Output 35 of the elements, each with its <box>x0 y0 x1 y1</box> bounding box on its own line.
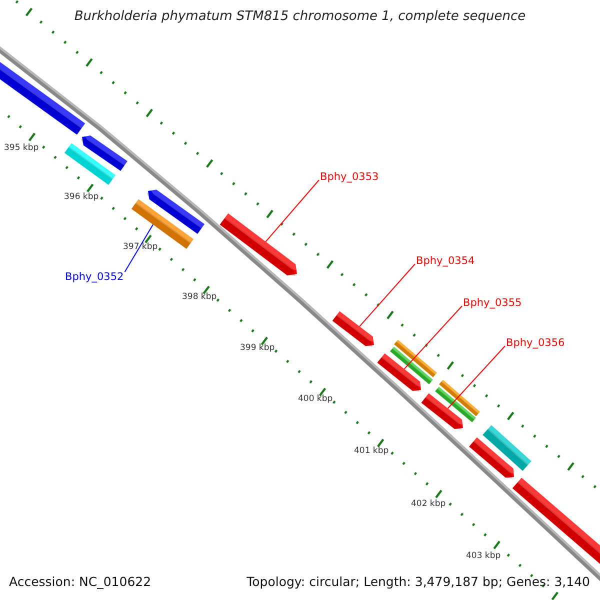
gene-label: Bphy_0356 <box>506 337 565 349</box>
gene-block <box>394 340 437 378</box>
gene-feature <box>220 213 300 276</box>
scale-label: 398 kbp <box>182 292 217 302</box>
gene-block <box>390 346 433 384</box>
gene-feature <box>146 188 204 234</box>
gene-block <box>482 425 532 471</box>
gene-feature <box>469 437 516 479</box>
leader-line <box>359 264 416 327</box>
scale-label: 400 kbp <box>298 394 333 404</box>
gene-feature <box>377 353 424 392</box>
accession-text: Accession: NC_010622 <box>9 574 152 589</box>
gene-label: Bphy_0354 <box>416 255 475 267</box>
gene-label: Bphy_0353 <box>320 171 379 183</box>
gene-label: Bphy_0352 <box>65 271 124 283</box>
gene-feature <box>332 311 376 347</box>
scale-label: 401 kbp <box>354 446 389 456</box>
scale-label: 396 kbp <box>64 192 99 202</box>
scale-label: 395 kbp <box>4 143 39 153</box>
gene-feature <box>421 393 466 430</box>
gene-block <box>439 380 480 416</box>
leader-line <box>124 224 154 272</box>
gene-label: Bphy_0355 <box>463 297 522 309</box>
scale-label: 397 kbp <box>123 242 158 252</box>
leader-line <box>447 346 506 409</box>
leader-line <box>404 306 462 370</box>
leader-line <box>265 180 320 242</box>
sequence-info-text: Topology: circular; Length: 3,479,187 bp; Genes: 3,140 <box>246 574 590 589</box>
scale-label: 399 kbp <box>240 343 275 353</box>
scale-label: 403 kbp <box>466 551 501 561</box>
gene-block <box>64 143 116 185</box>
gene-block <box>435 386 476 422</box>
scale-label: 402 kbp <box>411 499 446 509</box>
diagram-title: Burkholderia phymatum STM815 chromosome 1, complete sequence <box>73 9 527 24</box>
gene-feature <box>80 134 128 171</box>
